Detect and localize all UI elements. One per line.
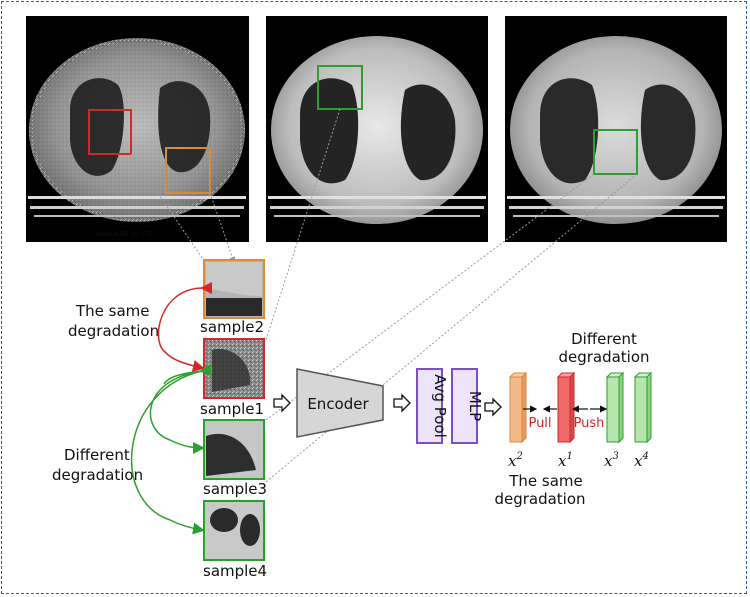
sample2-patch xyxy=(203,259,265,319)
ct-image-1: LUNG AIDR 3D STD xyxy=(26,16,249,242)
sample3-patch xyxy=(203,419,265,480)
mlp-label: MLP xyxy=(466,391,484,421)
sample2-label: sample2 xyxy=(200,318,264,336)
avg-pool-label: Avg Pool xyxy=(431,374,449,438)
feature-x4 xyxy=(633,371,653,444)
x2-label: x2 xyxy=(508,451,523,470)
sample1-patch xyxy=(203,338,265,399)
feature-x2 xyxy=(508,371,528,444)
ct1-orange-roi xyxy=(165,147,211,194)
encoder-label: Encoder xyxy=(307,395,369,413)
x1-label: x1 xyxy=(558,451,573,470)
different-degradation-right-line1: Different xyxy=(571,330,637,348)
x4-label: x4 xyxy=(634,451,649,470)
different-degradation-left-line2: degradation xyxy=(52,466,143,484)
ct-image-2 xyxy=(266,16,488,242)
ct-image-1-caption: LUNG AIDR 3D STD xyxy=(95,231,153,238)
different-degradation-arc-start xyxy=(163,364,212,385)
same-degradation-left-line2: degradation xyxy=(68,322,159,340)
push-label: Push xyxy=(574,416,605,431)
encoder-block xyxy=(296,368,384,438)
different-degradation-arc-4 xyxy=(130,370,205,535)
different-degradation-arc-3 xyxy=(149,370,205,454)
same-degradation-left-line1: The same xyxy=(75,302,150,320)
different-degradation-right-line2: degradation xyxy=(558,348,649,366)
x3-label: x3 xyxy=(604,451,619,470)
feature-x1 xyxy=(556,371,576,444)
sample4-patch xyxy=(203,500,265,561)
ct1-red-roi xyxy=(88,109,132,155)
hollow-arrow-2 xyxy=(393,393,411,413)
same-degradation-bottom-line2: degradation xyxy=(494,490,585,508)
feature-x3 xyxy=(605,371,625,444)
avg-pool-block xyxy=(416,368,443,444)
sample1-label: sample1 xyxy=(200,400,264,418)
sample4-label: sample4 xyxy=(203,562,267,580)
ct-image-3 xyxy=(505,16,727,242)
same-degradation-arc xyxy=(157,281,213,372)
same-degradation-bottom-line1: The same xyxy=(508,472,583,490)
hollow-arrow-1 xyxy=(273,393,291,413)
pull-label: Pull xyxy=(528,416,551,431)
mlp-block xyxy=(451,368,478,444)
different-degradation-left-line1: Different xyxy=(64,446,130,464)
hollow-arrow-3 xyxy=(484,397,502,417)
sample3-label: sample3 xyxy=(203,480,267,498)
ct3-green-roi xyxy=(593,129,638,175)
